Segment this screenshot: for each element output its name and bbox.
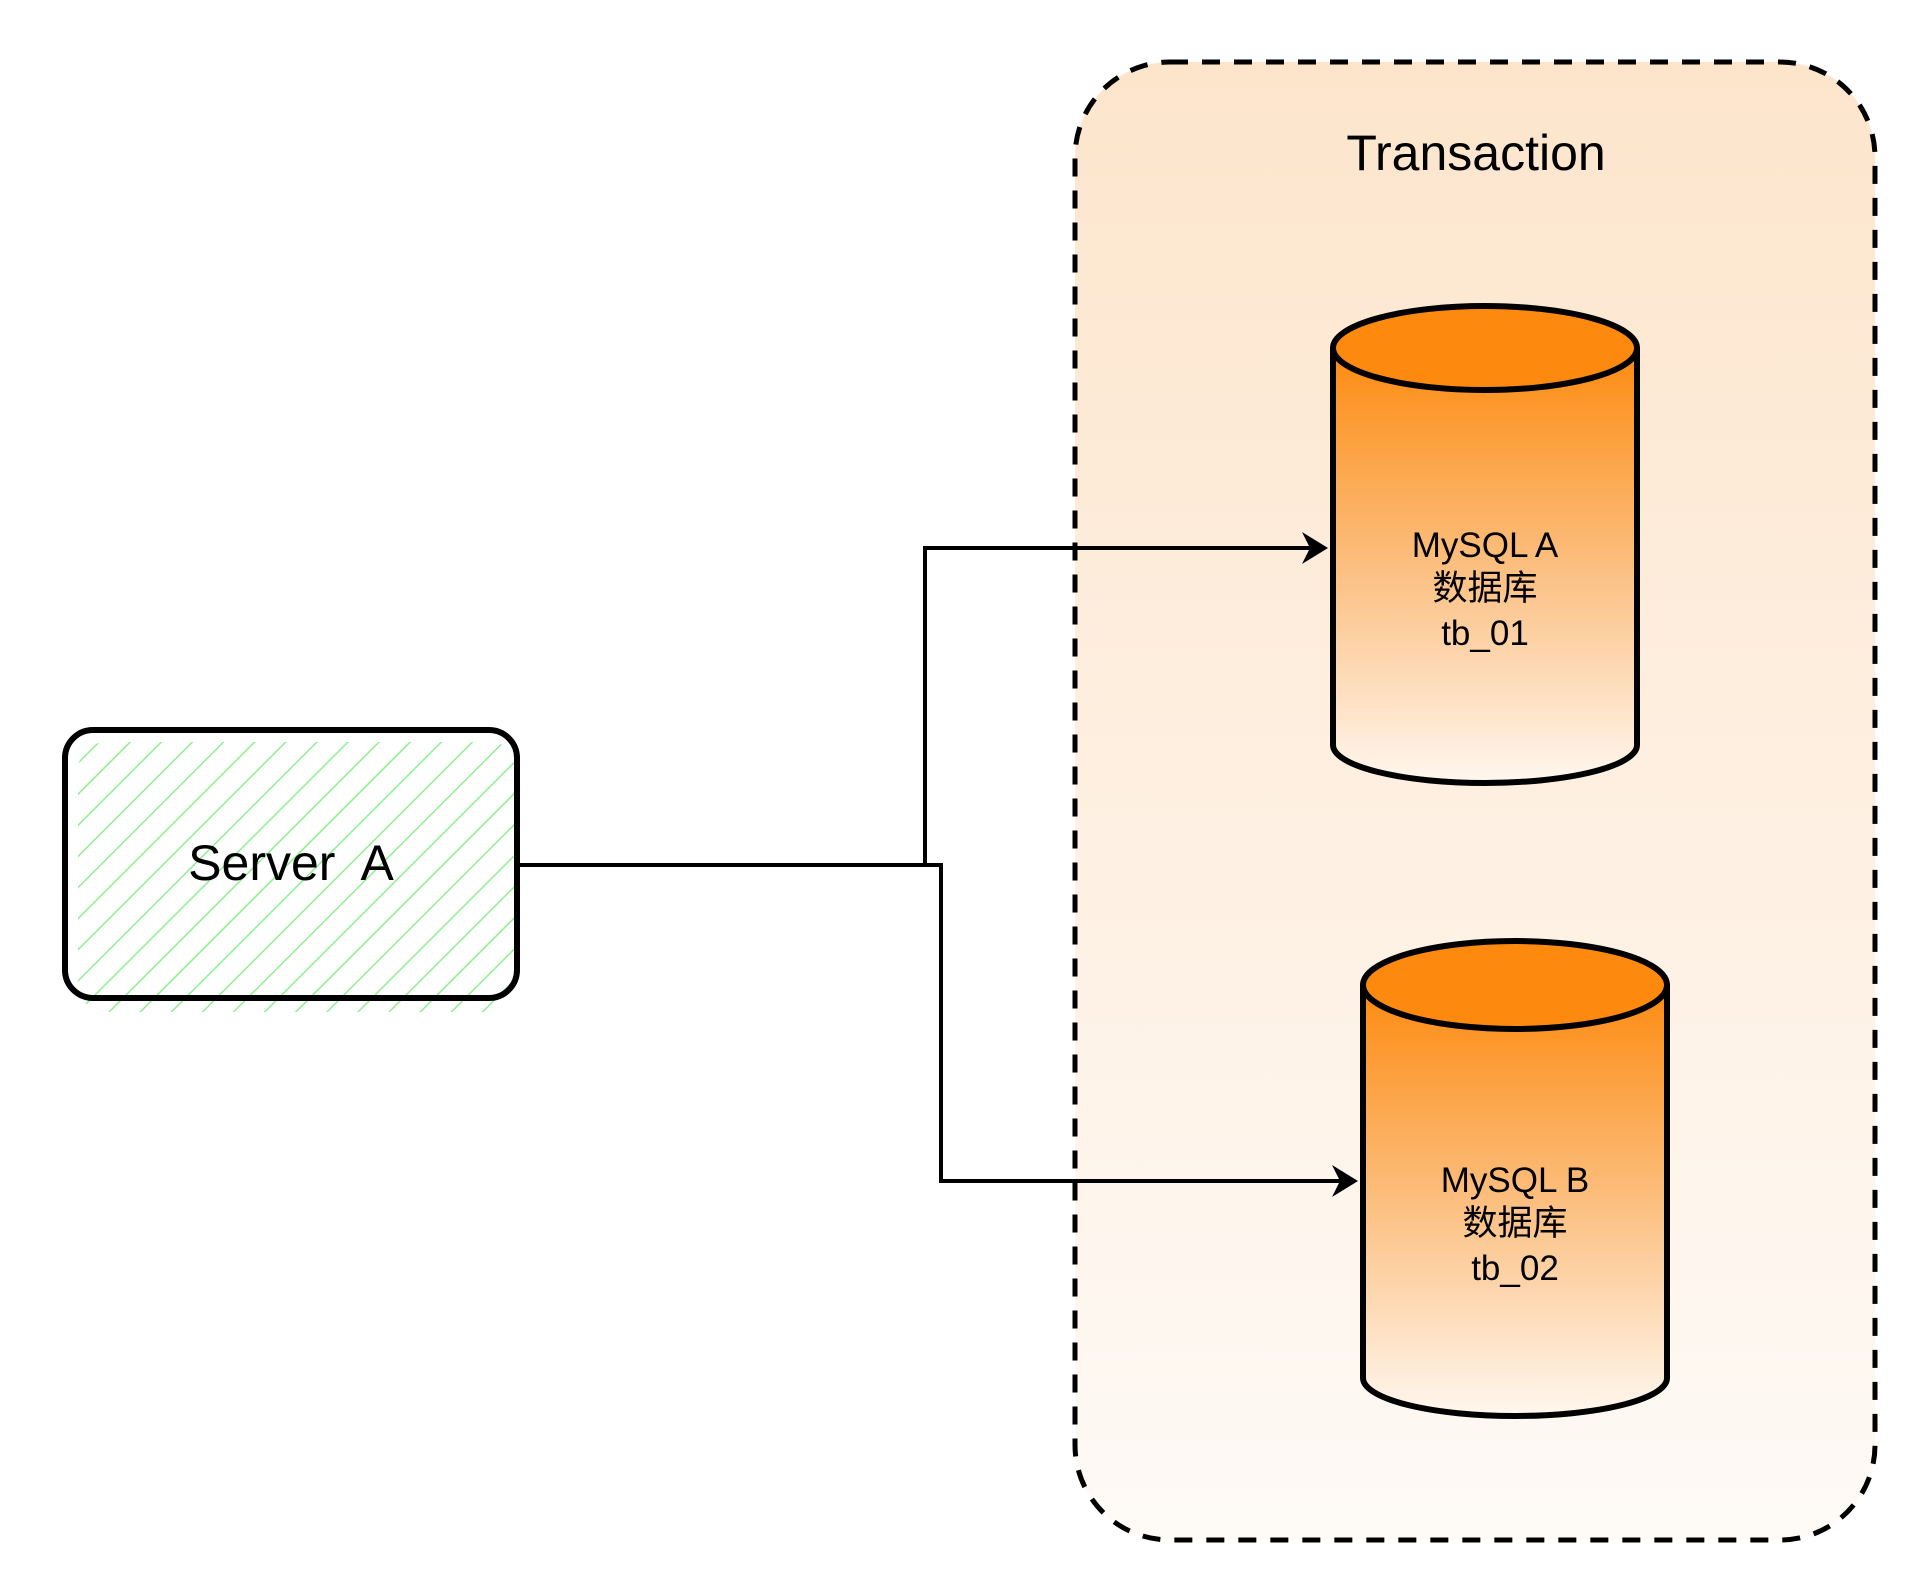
transaction-title: Transaction	[1346, 125, 1605, 181]
mysql-a-type: 数据库	[1432, 569, 1537, 608]
connector-to-mysql-b	[520, 863, 1350, 1187]
database-mysql-b: MySQL B 数据库 tb_02	[1360, 938, 1670, 1419]
database-mysql-a: MySQL A 数据库 tb_01	[1330, 303, 1640, 786]
arrowhead-mysql-b	[1332, 1165, 1358, 1197]
mysql-a-name: MySQL A	[1412, 526, 1559, 565]
mysql-b-table: tb_02	[1471, 1249, 1559, 1288]
server-a-box: Server A	[62, 727, 520, 1012]
connectors	[520, 532, 1358, 1197]
transaction-container: Transaction	[1072, 59, 1878, 1543]
server-a-label: Server A	[188, 835, 394, 891]
mysql-b-name: MySQL B	[1441, 1161, 1589, 1200]
mysql-b-type: 数据库	[1462, 1204, 1567, 1243]
arrowhead-mysql-a	[1302, 532, 1328, 564]
mysql-a-table: tb_01	[1441, 614, 1529, 653]
